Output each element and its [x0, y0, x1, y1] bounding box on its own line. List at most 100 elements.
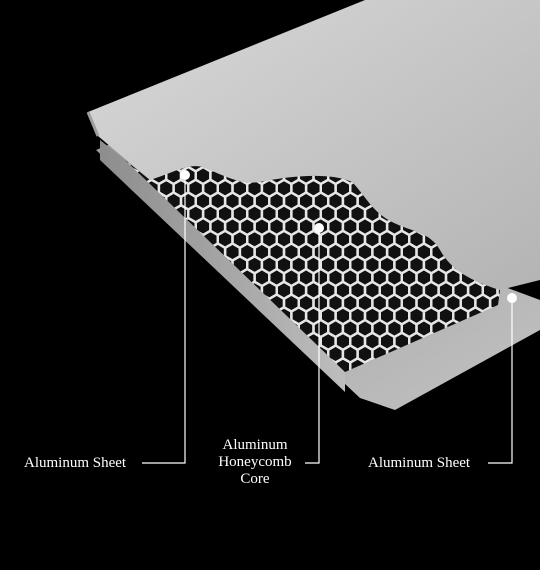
honeycomb-cell [262, 409, 277, 426]
honeycomb-cell [125, 267, 139, 288]
honeycomb-cell [201, 331, 220, 352]
honeycomb-cell [187, 254, 205, 275]
honeycomb-cell [150, 293, 168, 313]
honeycomb-cell [137, 422, 152, 439]
honeycomb-cell [152, 422, 167, 439]
honeycomb-cell [216, 356, 234, 372]
honeycomb-cell [475, 422, 490, 439]
honeycomb-cell [128, 203, 146, 224]
honeycomb-cell [245, 331, 264, 352]
honeycomb-cell [107, 346, 122, 363]
honeycomb-cell [459, 369, 477, 372]
honeycomb-cell [125, 280, 131, 301]
honeycomb-cell [187, 356, 205, 372]
honeycomb-cell [201, 280, 220, 301]
honeycomb-cell [216, 305, 234, 326]
honeycomb-cell [93, 167, 108, 184]
honeycomb-cell [107, 244, 122, 261]
honeycomb-cell [446, 422, 461, 439]
honeycomb-cell [498, 409, 513, 426]
honeycomb-cell [93, 244, 108, 261]
honeycomb-cell [107, 295, 122, 312]
honeycomb-cell [125, 229, 131, 250]
honeycomb-cell [100, 409, 115, 426]
honeycomb-cell [125, 293, 139, 313]
honeycomb-cell [380, 435, 395, 452]
honeycomb-cell [107, 422, 122, 439]
honeycomb-cell [402, 422, 417, 439]
honeycomb-cell [321, 409, 336, 426]
honeycomb-cell [188, 409, 203, 426]
honeycomb-cell [218, 384, 233, 401]
honeycomb-cell [253, 318, 271, 339]
honeycomb-cell [128, 305, 146, 326]
honeycomb-cell [181, 397, 196, 414]
honeycomb-cell [135, 369, 153, 372]
honeycomb-cell [125, 191, 139, 211]
honeycomb-cell [181, 422, 196, 439]
honeycomb-cell [269, 397, 284, 414]
honeycomb-cell [453, 435, 468, 452]
honeycomb-cell [159, 384, 174, 401]
honeycomb-cell [439, 435, 454, 452]
honeycomb-cell [135, 293, 153, 313]
top-sheet-edge [86, 111, 100, 137]
honeycomb-cell [165, 318, 183, 339]
honeycomb-cell [165, 293, 183, 313]
honeycomb-cell [424, 409, 439, 426]
honeycomb-cell [125, 318, 139, 339]
honeycomb-cell [461, 397, 476, 414]
honeycomb-cell [209, 369, 227, 372]
honeycomb-cell [299, 397, 314, 414]
honeycomb-cell [365, 435, 380, 452]
honeycomb-cell [194, 293, 212, 313]
honeycomb-cell [100, 435, 115, 452]
honeycomb-cell [439, 384, 454, 401]
honeycomb-cell [107, 397, 122, 414]
honeycomb-cell [253, 344, 271, 364]
honeycomb-cell [128, 229, 146, 250]
honeycomb-cell [100, 256, 115, 273]
honeycomb-cell [223, 318, 242, 339]
callout-line-left-sheet [142, 175, 186, 464]
honeycomb-cell [100, 358, 115, 375]
callout-line-core [305, 228, 320, 464]
honeycomb-cell [461, 422, 476, 439]
honeycomb-cell [125, 242, 139, 262]
honeycomb-cell [196, 397, 211, 414]
honeycomb-cell [240, 397, 255, 414]
honeycomb-cell [321, 384, 336, 401]
honeycomb-cell [172, 356, 190, 372]
honeycomb-cell [282, 344, 300, 364]
honeycomb-cell [125, 369, 139, 372]
honeycomb-cell [297, 369, 315, 372]
honeycomb-cell [483, 409, 498, 426]
honeycomb-cell [125, 254, 131, 275]
honeycomb-cell [174, 409, 189, 426]
honeycomb-cell [231, 331, 249, 352]
honeycomb-cell [238, 318, 256, 339]
honeycomb-cell [100, 384, 115, 401]
honeycomb-cell [93, 218, 108, 235]
honeycomb-cell [135, 318, 153, 339]
honeycomb-cell [453, 409, 468, 426]
honeycomb-cell [238, 344, 256, 364]
honeycomb-cell [187, 331, 205, 352]
honeycomb-cell [201, 305, 220, 326]
honeycomb-cell [233, 384, 248, 401]
honeycomb-cell [135, 344, 153, 364]
honeycomb-cell [372, 422, 387, 439]
honeycomb-cell [150, 267, 168, 288]
honeycomb-cell [358, 422, 373, 439]
honeycomb-cell [201, 356, 220, 372]
label-honeycomb-core: Aluminum Honeycomb Core [205, 437, 305, 488]
honeycomb-cell [135, 242, 153, 262]
honeycomb-cell [490, 397, 505, 414]
honeycomb-cell [277, 384, 292, 401]
honeycomb-cell [100, 205, 115, 222]
honeycomb-cell [262, 384, 277, 401]
honeycomb-cell [165, 344, 183, 364]
honeycomb-cell [142, 280, 161, 301]
callout-line-right-sheet [488, 298, 513, 464]
honeycomb-cell [468, 435, 483, 452]
